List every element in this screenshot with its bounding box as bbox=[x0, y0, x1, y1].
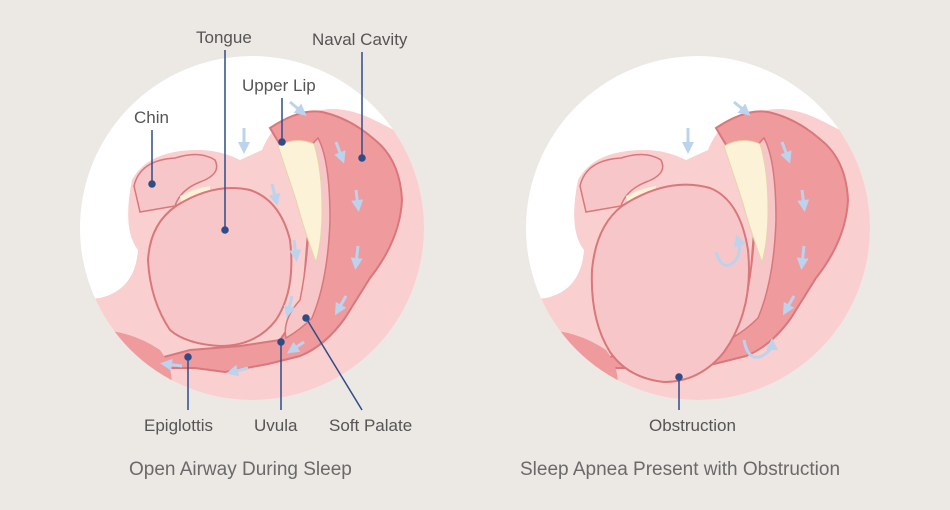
airflow-arrow-icon bbox=[802, 190, 804, 206]
label-soft-palate: Soft Palate bbox=[329, 416, 412, 436]
label-epiglottis: Epiglottis bbox=[144, 416, 213, 436]
label-upper-lip: Upper Lip bbox=[242, 76, 316, 96]
left-panel-illustration bbox=[80, 50, 430, 420]
airflow-arrow-icon bbox=[294, 240, 296, 256]
airflow-arrow-icon bbox=[356, 246, 358, 264]
airflow-arrow-icon bbox=[802, 246, 804, 264]
label-tongue: Tongue bbox=[196, 28, 252, 48]
label-uvula: Uvula bbox=[254, 416, 297, 436]
airflow-arrow-icon bbox=[166, 364, 182, 366]
label-naval-cavity: Naval Cavity bbox=[312, 30, 407, 50]
label-obstruction: Obstruction bbox=[649, 416, 736, 436]
left-panel-caption: Open Airway During Sleep bbox=[129, 459, 352, 481]
left-tongue bbox=[148, 188, 291, 346]
right-panel-illustration bbox=[526, 56, 876, 420]
airflow-arrow-icon bbox=[356, 190, 358, 206]
right-panel-caption: Sleep Apnea Present with Obstruction bbox=[520, 459, 840, 481]
label-chin: Chin bbox=[134, 108, 169, 128]
